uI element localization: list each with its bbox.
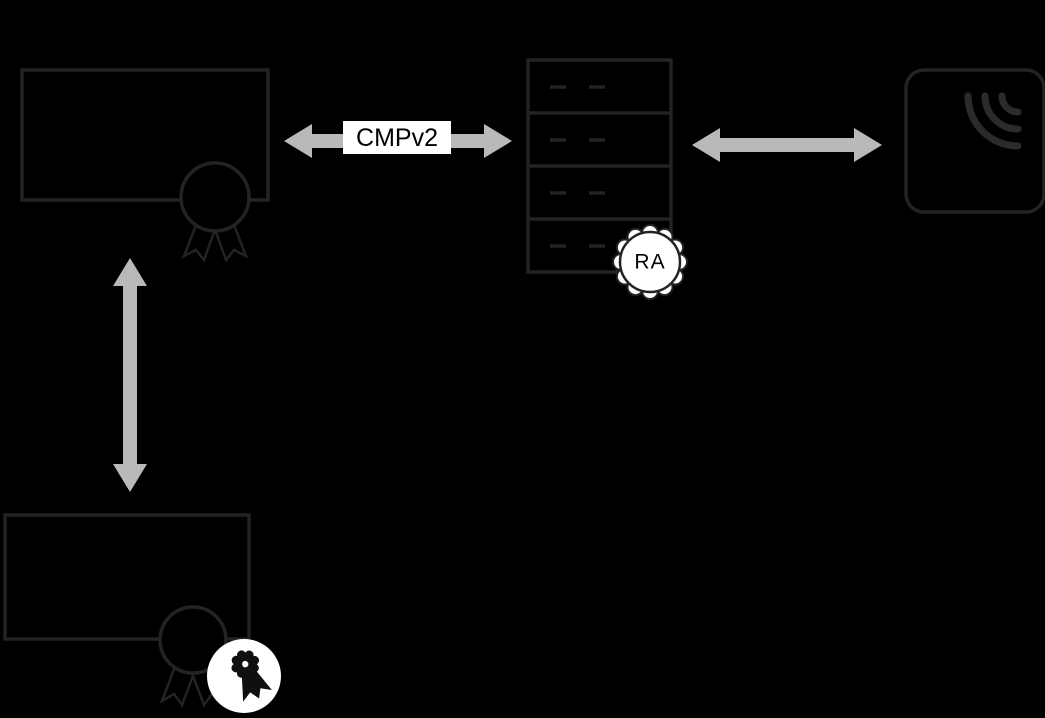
certificate-badge (207, 639, 281, 713)
ra-badge-label: RA (634, 251, 665, 274)
wireless-device-icon (904, 68, 1045, 214)
certificate-seal-icon (158, 605, 228, 675)
wifi-arc-large (964, 92, 1022, 150)
cmpv2-edge: CMPv2 (284, 121, 512, 158)
registration-authority-server-node: RA (526, 58, 688, 300)
protocol-label-box (343, 121, 451, 154)
vertical-double-arrow (113, 258, 147, 492)
certificate-seal-icon (179, 161, 251, 233)
ca-certificate-node (20, 68, 270, 263)
root-certificate-node (3, 513, 281, 713)
wifi-signal-icon (964, 92, 1022, 150)
award-rosette-petal (231, 663, 241, 673)
wifi-arc-medium (981, 92, 1022, 133)
award-rosette-petal (244, 650, 254, 660)
ra-seal-icon: RA (612, 224, 688, 300)
award-ribbon-icon (231, 650, 272, 702)
wireless-device-node (904, 68, 1045, 214)
horizontal-double-arrow (692, 128, 882, 162)
wifi-arc-small (998, 92, 1022, 116)
award-rosette-petal (244, 668, 254, 678)
award-rosette-petal (237, 650, 247, 660)
protocol-label: CMPv2 (356, 124, 438, 152)
ra-seal-face (618, 230, 682, 294)
award-rosette-center (242, 660, 249, 668)
